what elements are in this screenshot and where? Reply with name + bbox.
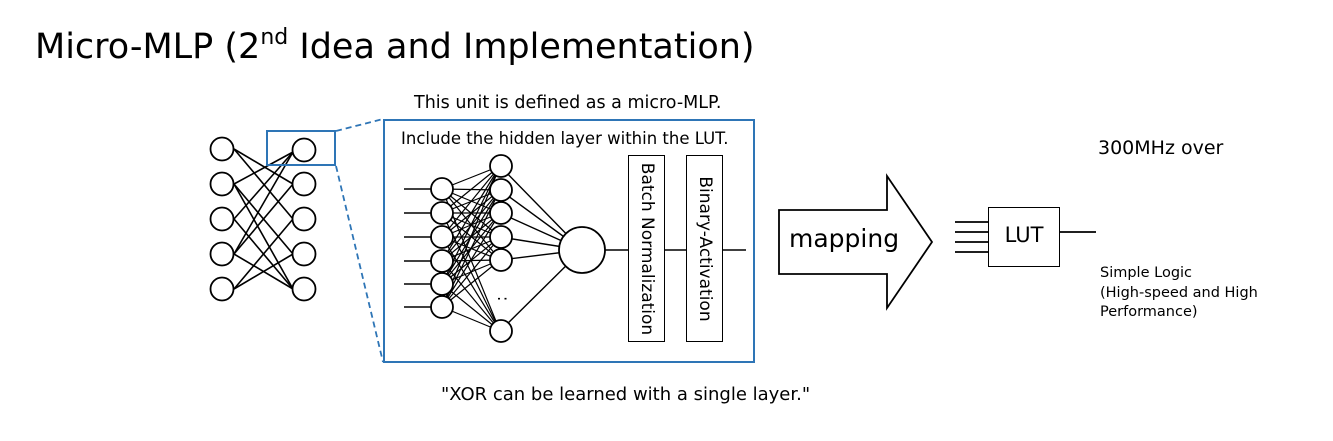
hidden-ellipsis: : (494, 296, 513, 301)
page-title: Micro-MLP (2nd Idea and Implementation) (35, 26, 755, 68)
title-superscript: nd (260, 25, 289, 50)
unit-definition-caption: This unit is defined as a micro-MLP. (414, 93, 722, 113)
small-network-edges (233, 148, 294, 290)
title-main: Micro-MLP (2 (35, 27, 261, 67)
hidden-layer-caption: Include the hidden layer within the LUT. (401, 129, 729, 148)
mapping-arrow-shape (778, 173, 934, 311)
mapping-label: mapping (789, 224, 900, 253)
frequency-label: 300MHz over (1098, 137, 1224, 159)
lut-block: LUT (988, 207, 1060, 267)
xor-note-caption: "XOR can be learned with a single layer.… (441, 384, 811, 405)
binary-activation-block: Binary-Activation (686, 155, 723, 342)
title-rest: Idea and Implementation) (288, 27, 755, 67)
lut-io-lines (955, 221, 1096, 253)
micro-mlp-zoom-box (383, 119, 755, 363)
output-node (558, 226, 606, 274)
input-nodes (430, 177, 454, 319)
selected-unit-highlight (266, 130, 336, 166)
simple-logic-label: Simple Logic (High-speed and High Perfor… (1100, 265, 1258, 320)
hidden-nodes (489, 154, 513, 343)
small-network-nodes (209, 136, 317, 302)
input-lines (404, 188, 431, 308)
zoom-lines (335, 118, 384, 363)
batch-normalization-block: Batch Normalization (628, 155, 665, 342)
lut-label: LUT (1004, 223, 1044, 247)
